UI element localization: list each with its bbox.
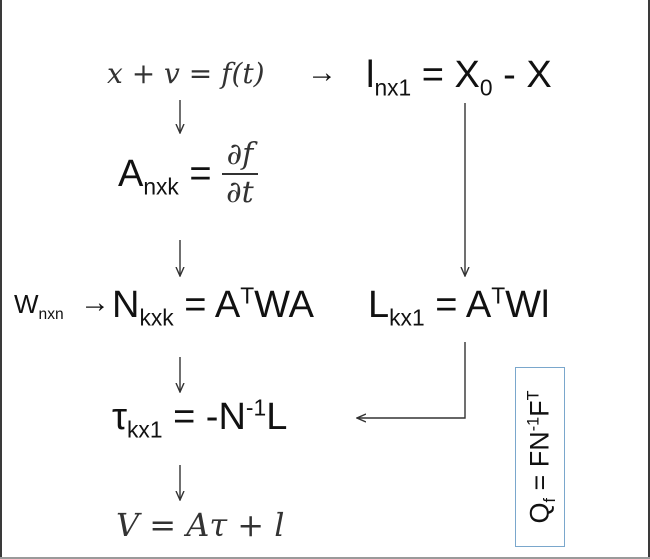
misclosure-rhs-subscript: 0 — [479, 74, 493, 101]
frame-left-border — [0, 0, 2, 559]
solution-equation: τkx1 = -N-1L — [112, 394, 288, 443]
normal-vector-transpose: T — [491, 282, 506, 309]
solution-rhs-tail: L — [266, 396, 288, 438]
covariance-rhs-mid: F — [524, 400, 555, 417]
design-matrix-equation: Anxk = ∂f ∂t — [118, 140, 258, 208]
misclosure-equation: lnx1 = X0 - X — [366, 54, 552, 99]
arrow-normal-vector-to-solution — [357, 342, 466, 418]
normal-matrix-rhs: = A — [184, 284, 241, 326]
normal-vector-subscript: kx1 — [389, 304, 425, 331]
normal-matrix-equation: Nkxk = ATWA — [112, 282, 314, 331]
solution-rhs: = -N — [173, 396, 246, 438]
normal-matrix-transpose: T — [240, 282, 255, 309]
covariance-inverse-exponent: -1 — [524, 416, 543, 432]
normal-matrix-rhs-tail: WA — [254, 284, 314, 326]
weight-matrix-subscript: nxn — [38, 306, 64, 324]
normal-matrix-subscript: kxk — [139, 304, 174, 331]
solution-inverse-exponent: -1 — [245, 394, 267, 421]
weight-matrix-label: Wnxn — [14, 289, 64, 324]
covariance-equation: Qf = FN-1FT — [524, 390, 559, 524]
frame-bottom-border — [0, 557, 650, 559]
covariance-subscript: f — [540, 498, 559, 503]
design-matrix-equals: = — [189, 152, 212, 195]
covariance-box: Qf = FN-1FT — [515, 367, 565, 547]
residuals-equation: V = Aτ + l — [116, 506, 285, 544]
functional-model-equation: x + v = f(t) — [107, 57, 265, 90]
normal-vector-rhs-tail: Wl — [505, 284, 550, 326]
covariance-transpose: T — [524, 390, 543, 401]
normal-vector-equation: Lkx1 = ATWl — [368, 282, 550, 331]
arrow-weight-to-normal: → — [80, 286, 110, 319]
normal-vector-rhs: = A — [435, 284, 492, 326]
misclosure-subscript: nx1 — [374, 74, 412, 101]
design-matrix-base: Anxk — [118, 152, 179, 200]
solution-subscript: kx1 — [127, 416, 163, 443]
design-matrix-subscript: nxk — [143, 173, 179, 200]
fraction-numerator: ∂f — [226, 137, 254, 172]
fraction-denominator: ∂t — [226, 174, 254, 210]
misclosure-base: l — [366, 54, 375, 96]
fraction-bar — [222, 173, 258, 175]
arrow-functional-to-misclosure: → — [307, 56, 337, 89]
misclosure-rhs: = X — [421, 54, 480, 96]
frame-right-border — [648, 0, 650, 559]
partial-derivative-fraction: ∂f ∂t — [222, 140, 258, 208]
covariance-rhs: = FN — [524, 431, 555, 499]
misclosure-rhs-tail: - X — [492, 54, 552, 96]
